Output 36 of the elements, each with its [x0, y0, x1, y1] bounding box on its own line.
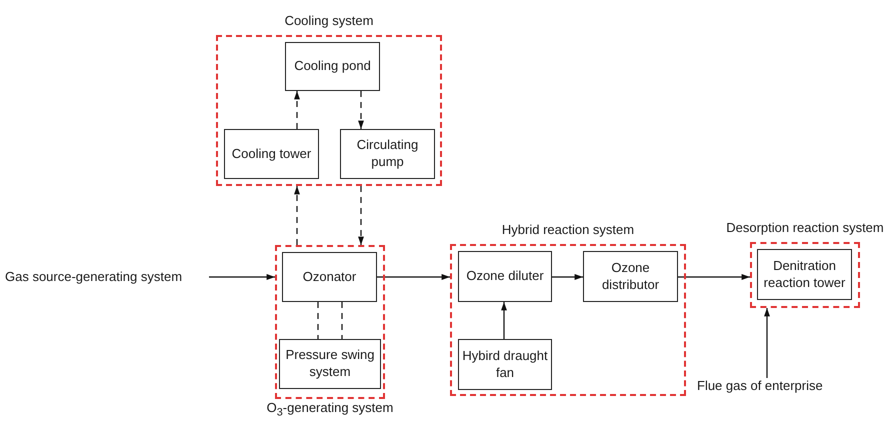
- arrow: [678, 274, 750, 280]
- box-label: Denitration reaction tower: [762, 258, 846, 292]
- box-label: Hybird draught fan: [461, 348, 549, 382]
- arrow: [764, 308, 770, 378]
- process-box: [285, 42, 380, 91]
- arrow: [294, 186, 300, 245]
- box-label: Ozone diluter: [466, 268, 544, 285]
- group-heading: Hybrid reaction system: [500, 222, 636, 237]
- box-label: Cooling tower: [232, 146, 312, 162]
- arrow: [377, 274, 450, 280]
- box-label: Cooling pond: [294, 58, 371, 75]
- process-box: [224, 129, 319, 179]
- process-box: [458, 251, 552, 302]
- group-heading: Cooling system: [284, 13, 374, 28]
- arrow: [209, 274, 275, 280]
- process-box: [340, 129, 435, 179]
- box-label: Ozonator: [302, 268, 356, 286]
- arrow: [358, 186, 364, 245]
- group-heading: O$_{3}$-generating system: [266, 400, 394, 419]
- connector-line: [317, 302, 319, 339]
- box-label: Circulating pump: [356, 137, 420, 171]
- arrow: [501, 302, 507, 339]
- box-label: Ozone distributor: [600, 260, 660, 294]
- arrow: [552, 274, 583, 280]
- connector-line: [341, 302, 343, 339]
- process-box: [282, 252, 377, 302]
- process-box: [279, 339, 381, 389]
- box-label: Pressure swing system: [284, 347, 376, 381]
- process-box: [458, 339, 552, 390]
- arrow: [358, 91, 364, 129]
- source-label: Flue gas of enterprise: [697, 378, 847, 394]
- source-label: Gas source-generating system: [5, 269, 209, 285]
- process-box: [757, 249, 852, 300]
- arrow: [294, 91, 300, 129]
- group-heading: Desorption reaction system: [725, 220, 885, 235]
- process-box: [583, 251, 678, 302]
